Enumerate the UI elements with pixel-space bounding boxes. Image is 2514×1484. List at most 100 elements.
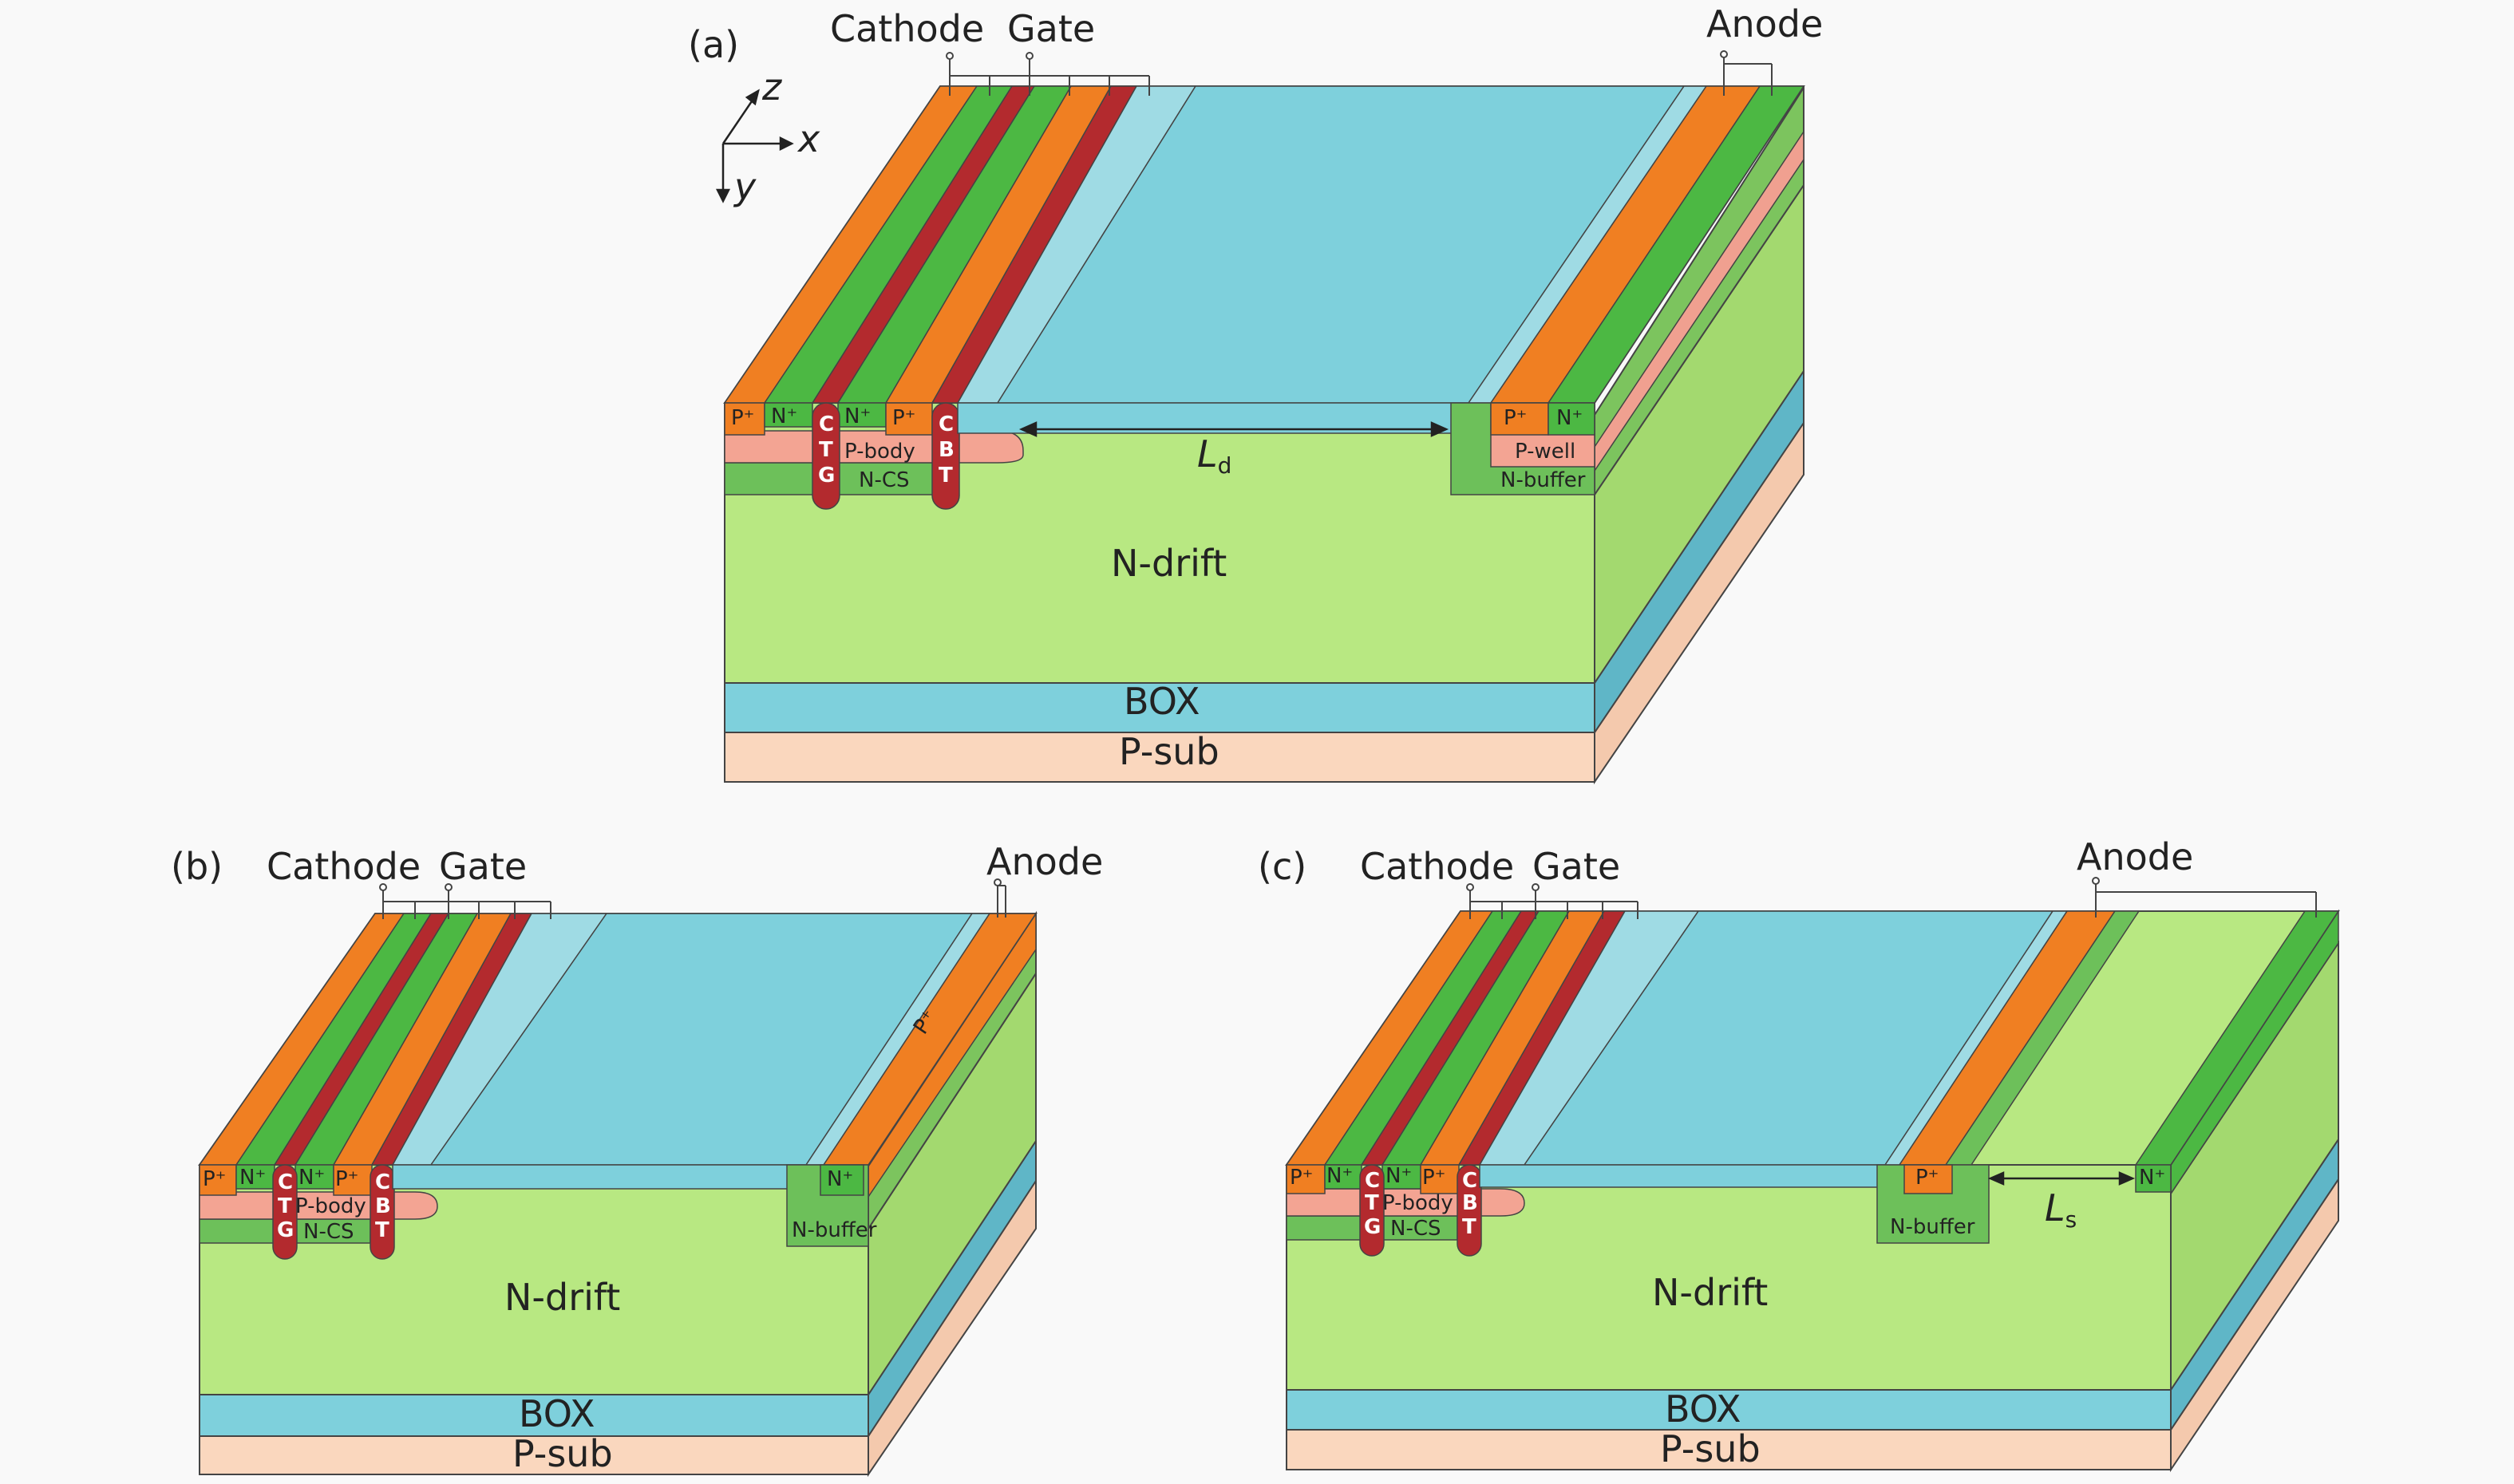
panel-c-front-box xyxy=(1286,1389,2172,1431)
panel-b-n-buffer-label: N-buffer xyxy=(792,1218,877,1242)
panel-a-ld-symbol: L xyxy=(1197,432,1218,476)
panel-a-axis-y-label: y xyxy=(733,165,757,208)
panel-c-p-sub-label: P-sub xyxy=(1660,1427,1761,1470)
panel-c-nplus-2-label: N⁺ xyxy=(1385,1164,1412,1188)
panel-c-ls-symbol: L xyxy=(2045,1186,2065,1229)
panel-a-cbt-b: B xyxy=(939,438,955,462)
panel-b-cbt-t: T xyxy=(375,1218,389,1242)
panel-c-anode-pplus-front xyxy=(1903,1164,1953,1194)
panel-c-cbt-b: B xyxy=(1462,1191,1478,1215)
panel-b-pplus-2-label: P⁺ xyxy=(335,1167,358,1191)
panel-a-cbt-c: C xyxy=(939,412,954,436)
panel-c-gate-label: Gate xyxy=(1532,845,1620,888)
panel-b-front-psub xyxy=(199,1435,869,1475)
panel-b-ctg-trench xyxy=(272,1164,298,1260)
panel-b-p-sub-label: P-sub xyxy=(512,1432,613,1475)
panel-c-pplus-2-label: P⁺ xyxy=(1422,1166,1445,1190)
panel-a-axes xyxy=(715,89,794,203)
panel-a-axis-z-label: z xyxy=(761,65,782,109)
panel-c-front-field-oxide xyxy=(1479,1164,1886,1188)
panel-b: (b) Cathode Gate Anode P⁺ N⁺ N⁺ P⁺ P-bod… xyxy=(171,840,1103,1478)
panel-c-front-pplus xyxy=(1286,1164,1326,1194)
panel-a-axis-x-label: x xyxy=(796,117,820,160)
panel-b-cbt-b: B xyxy=(375,1194,391,1218)
panel-c-ls-label: Ls xyxy=(2045,1186,2077,1233)
panel-a-p-well-label: P-well xyxy=(1515,440,1575,464)
panel-a-ctg-trench xyxy=(812,402,840,510)
panel-c-ls-subscript: s xyxy=(2065,1206,2077,1233)
panel-b-nplus-2-label: N⁺ xyxy=(298,1166,325,1190)
panel-c-n-buffer-label: N-buffer xyxy=(1890,1215,1975,1239)
panel-c-anode-label: Anode xyxy=(2077,835,2193,878)
panel-b-ctg-g: G xyxy=(277,1218,294,1242)
panel-b-n-cs-label: N-CS xyxy=(303,1220,354,1244)
panel-a-p-body-label: P-body xyxy=(844,440,915,464)
panel-c-box-label: BOX xyxy=(1665,1387,1741,1431)
panel-b-p-body-label: P-body xyxy=(295,1194,366,1218)
panel-c-ctg-c: C xyxy=(1365,1169,1380,1193)
panel-c-pplus-label: P⁺ xyxy=(1290,1166,1313,1190)
panel-c-ctg-t: T xyxy=(1365,1191,1379,1215)
panel-a-front-nplus-2 xyxy=(837,402,887,428)
panel-c-n-drift-label: N-drift xyxy=(1652,1271,1768,1314)
panel-c-anode-nplus-front xyxy=(2135,1164,2172,1193)
panel-c-anode-nplus-label: N⁺ xyxy=(2139,1166,2165,1190)
panel-c-front-pplus-2 xyxy=(1420,1164,1460,1194)
panel-a-p-sub-label: P-sub xyxy=(1119,730,1219,773)
panel-a-pplus-label: P⁺ xyxy=(731,406,754,430)
panel-c-cbt-trench xyxy=(1457,1164,1482,1257)
panel-a-gate-label: Gate xyxy=(1007,7,1095,50)
panel-b-front-nplus xyxy=(235,1164,275,1190)
panel-a-cathode-label: Cathode xyxy=(830,7,984,50)
panel-b-terminal-leads xyxy=(379,878,1006,919)
panel-a-n-drift-label: N-drift xyxy=(1111,542,1227,585)
panel-a-cbt-t: T xyxy=(939,464,953,487)
panel-c-anode-pplus-label: P⁺ xyxy=(1915,1166,1939,1190)
panel-a-anode-pplus-label: P⁺ xyxy=(1504,406,1527,430)
panel-a-front-pplus-2 xyxy=(885,402,933,436)
panel-a-ld-label: Ld xyxy=(1197,432,1231,479)
panel-b-nplus-label: N⁺ xyxy=(239,1166,266,1190)
panel-a-front-box xyxy=(724,682,1595,733)
panel-c-nplus-label: N⁺ xyxy=(1326,1164,1353,1188)
panel-b-anode-label: Anode xyxy=(986,840,1103,883)
panel-b-anode-nplus-front xyxy=(820,1164,864,1196)
panel-a-front-field-oxide xyxy=(957,402,1469,434)
panel-b-anode-nplus-label: N⁺ xyxy=(827,1167,853,1191)
panel-a-anode-nplus-label: N⁺ xyxy=(1556,406,1583,430)
panel-a-ctg-t: T xyxy=(819,438,833,462)
panel-a-front-pplus xyxy=(724,402,765,436)
panel-b-cbt-c: C xyxy=(375,1170,390,1194)
panel-c-terminal-leads xyxy=(1466,877,2317,919)
panel-c-n-cs-label: N-CS xyxy=(1390,1217,1441,1241)
panel-a-nplus-label: N⁺ xyxy=(771,405,797,428)
panel-a-cbt-trench xyxy=(931,402,960,510)
panel-a-ld-dimension-arrow xyxy=(1018,421,1449,437)
panel-c-p-body-label: P-body xyxy=(1382,1191,1453,1215)
panel-c-front-psub xyxy=(1286,1429,2172,1470)
panel-b-ctg-t: T xyxy=(278,1194,292,1218)
panel-c-cbt-t: T xyxy=(1462,1215,1476,1239)
panel-a-nplus-2-label: N⁺ xyxy=(844,405,871,428)
panel-a: x y z (a) Cathode Gate Anode P⁺ N⁺ N⁺ P⁺… xyxy=(688,2,1823,785)
panel-a-anode-label: Anode xyxy=(1706,2,1823,45)
panel-b-label: (b) xyxy=(171,845,223,888)
panel-b-pplus-label: P⁺ xyxy=(203,1167,226,1191)
panel-b-front-pplus-2 xyxy=(333,1164,373,1196)
panel-b-ctg-c: C xyxy=(278,1170,293,1194)
panel-b-front-field-oxide xyxy=(392,1164,807,1190)
panel-a-n-buffer-label: N-buffer xyxy=(1500,468,1586,492)
panel-c-ctg-trench xyxy=(1359,1164,1385,1257)
panel-c-cathode-label: Cathode xyxy=(1360,845,1514,888)
panel-c-front-nplus-2 xyxy=(1382,1164,1421,1190)
panel-c-label: (c) xyxy=(1258,845,1306,888)
panel-c-ls-dimension-arrow xyxy=(1987,1171,2136,1186)
panel-a-n-cs-label: N-CS xyxy=(859,468,910,492)
panel-a-box-label: BOX xyxy=(1124,680,1200,723)
panel-a-ctg-g: G xyxy=(818,464,835,487)
panel-c-ctg-g: G xyxy=(1364,1215,1381,1239)
panel-a-ctg-c: C xyxy=(819,412,834,436)
panel-a-anode-pplus-front xyxy=(1490,402,1549,436)
panel-b-gate-label: Gate xyxy=(439,845,527,888)
panel-b-box-label: BOX xyxy=(519,1392,595,1435)
